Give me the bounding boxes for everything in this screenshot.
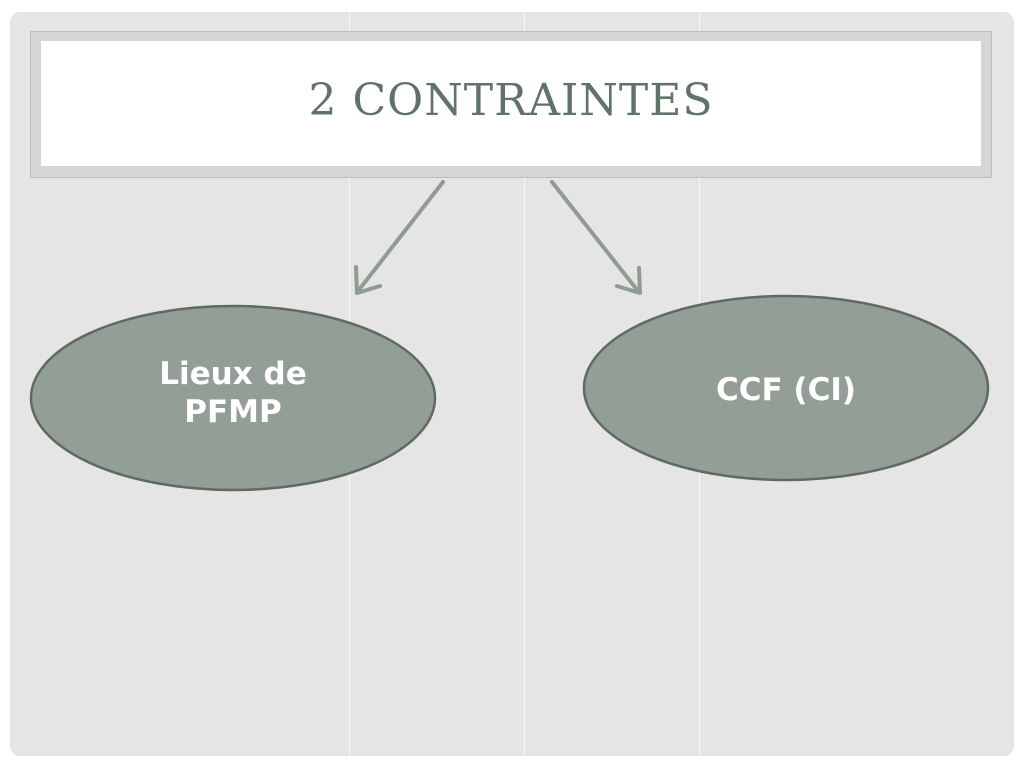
slide: 2 CONTRAINTES Lieux de PFMP CCF (CI)	[10, 12, 1014, 756]
title-box: 2 CONTRAINTES	[41, 41, 981, 166]
column-divider	[524, 12, 525, 756]
oval-ccf-ci	[582, 294, 990, 482]
oval-lieux-pfmp	[29, 304, 437, 492]
arrow-to-ccf-ci	[550, 180, 642, 295]
slide-title: 2 CONTRAINTES	[308, 75, 714, 126]
node-label-lieux-pfmp: Lieux de PFMP	[159, 356, 307, 430]
diagram-canvas	[29, 180, 990, 492]
title-frame: 2 CONTRAINTES	[30, 31, 992, 178]
arrow-to-lieux-pfmp	[354, 180, 445, 295]
node-label-ccf-ci: CCF (CI)	[715, 372, 857, 408]
